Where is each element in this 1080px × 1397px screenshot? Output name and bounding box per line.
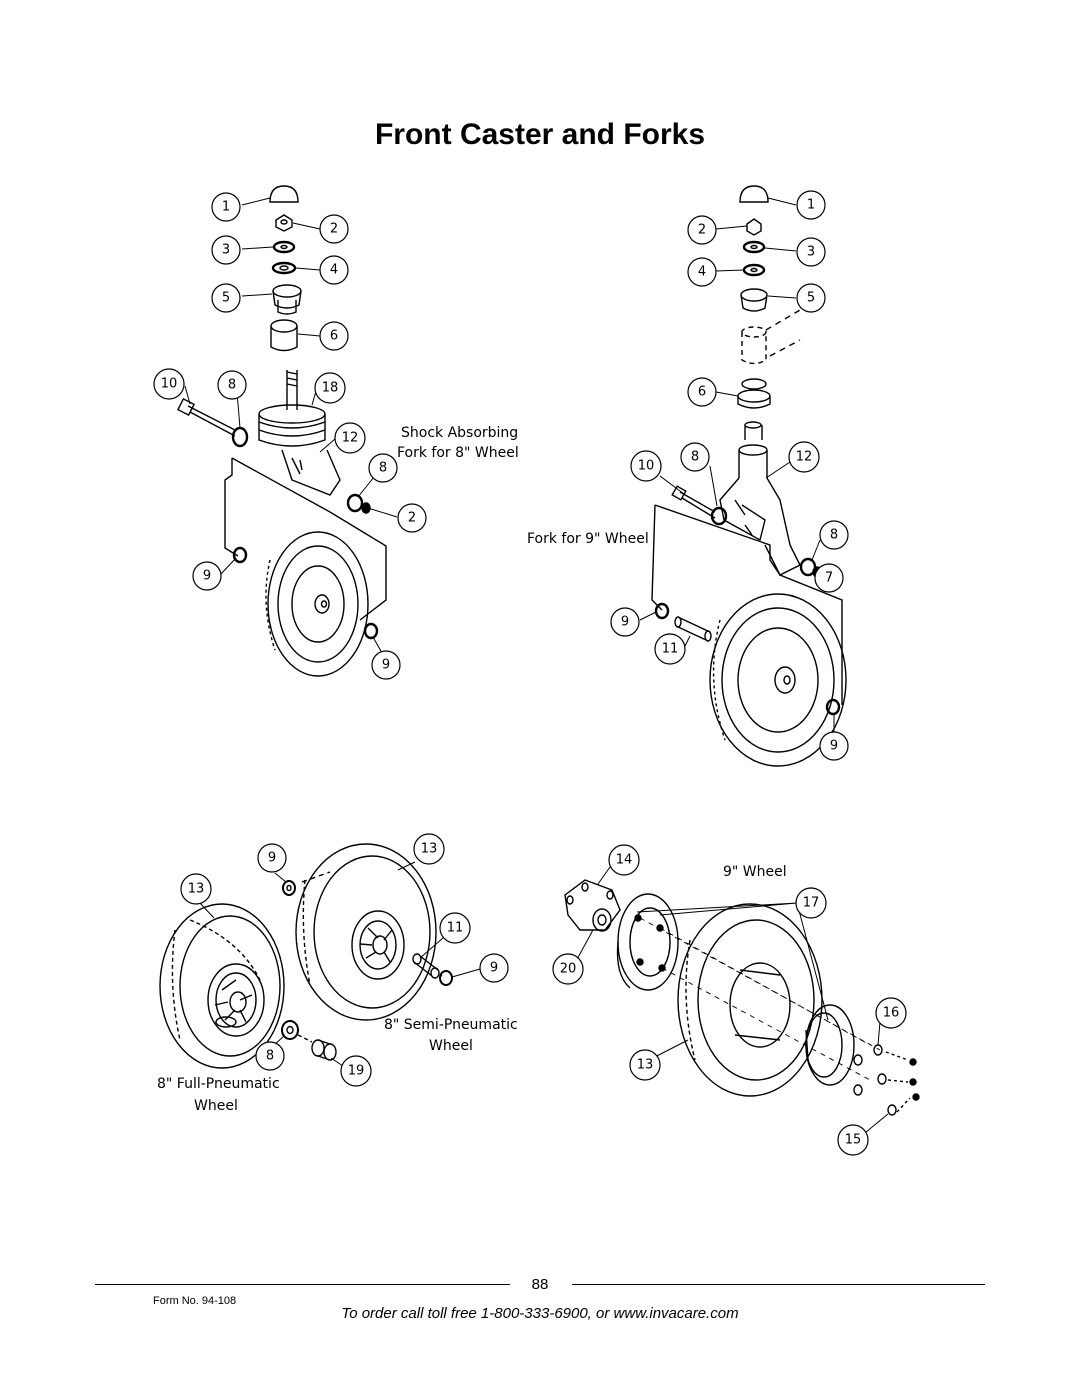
callout-numbers: 1 2 3 4 5 6 10 8 18 12 8 2 9 9 1 2 3 4 5… bbox=[161, 198, 900, 1148]
callout-11: 11 bbox=[447, 921, 464, 936]
callout-14: 14 bbox=[616, 853, 633, 868]
callout-19: 19 bbox=[348, 1064, 365, 1079]
callout-11: 11 bbox=[662, 642, 679, 657]
fork-9-assembly bbox=[651, 185, 847, 767]
wheel-9-hub-assembly bbox=[564, 879, 920, 1116]
callout-3: 3 bbox=[222, 243, 230, 258]
semi-pneumatic-caption-1: 8" Semi-Pneumatic bbox=[384, 1017, 518, 1033]
callout-6: 6 bbox=[698, 385, 706, 400]
callout-18: 18 bbox=[322, 381, 339, 396]
callout-15: 15 bbox=[845, 1133, 862, 1148]
callout-12: 12 bbox=[796, 450, 813, 465]
shock-fork-caption-2: Fork for 8" Wheel bbox=[397, 445, 519, 461]
callout-1: 1 bbox=[222, 200, 230, 215]
page-number: 88 bbox=[531, 1276, 549, 1293]
wheel-9-caption: 9" Wheel bbox=[723, 864, 787, 880]
shock-fork-caption-1: Shock Absorbing bbox=[401, 425, 518, 441]
callout-5: 5 bbox=[222, 291, 230, 306]
callout-9: 9 bbox=[382, 658, 390, 673]
shock-fork-assembly bbox=[176, 185, 387, 677]
callout-17: 17 bbox=[803, 896, 820, 911]
callout-9: 9 bbox=[268, 851, 276, 866]
footer-rule-right bbox=[572, 1284, 985, 1285]
callout-12: 12 bbox=[342, 431, 359, 446]
form-number: Form No. 94-108 bbox=[153, 1295, 237, 1307]
diagram-captions: Shock Absorbing Fork for 8" Wheel Fork f… bbox=[157, 425, 787, 1114]
callout-9: 9 bbox=[203, 569, 211, 584]
callout-2: 2 bbox=[698, 223, 706, 238]
semi-pneumatic-caption-2: Wheel bbox=[429, 1038, 473, 1054]
callout-7: 7 bbox=[825, 571, 833, 586]
callout-9: 9 bbox=[830, 739, 838, 754]
callout-4: 4 bbox=[330, 263, 338, 278]
fork-9-caption: Fork for 9" Wheel bbox=[527, 531, 649, 547]
order-info: To order call toll free 1-800-333-6900, … bbox=[341, 1305, 739, 1322]
callout-16: 16 bbox=[883, 1006, 900, 1021]
callout-8: 8 bbox=[266, 1049, 274, 1064]
callout-9: 9 bbox=[621, 615, 629, 630]
callout-3: 3 bbox=[807, 245, 815, 260]
full-pneumatic-caption-1: 8" Full-Pneumatic bbox=[157, 1076, 280, 1092]
callout-13: 13 bbox=[188, 882, 205, 897]
footer-rule-left bbox=[95, 1284, 510, 1285]
callout-2: 2 bbox=[330, 222, 338, 237]
callout-4: 4 bbox=[698, 265, 706, 280]
callout-2: 2 bbox=[408, 511, 416, 526]
callout-13: 13 bbox=[637, 1058, 654, 1073]
wheels-8-assembly bbox=[159, 843, 453, 1069]
callout-10: 10 bbox=[161, 377, 178, 392]
callout-9: 9 bbox=[490, 961, 498, 976]
callout-8: 8 bbox=[228, 378, 236, 393]
callout-13: 13 bbox=[421, 842, 438, 857]
callout-8: 8 bbox=[691, 450, 699, 465]
callout-20: 20 bbox=[560, 962, 577, 977]
full-pneumatic-caption-2: Wheel bbox=[194, 1098, 238, 1114]
callout-5: 5 bbox=[807, 291, 815, 306]
callout-8: 8 bbox=[379, 461, 387, 476]
callout-8: 8 bbox=[830, 528, 838, 543]
callout-1: 1 bbox=[807, 198, 815, 213]
parts-diagram: 1 2 3 4 5 6 10 8 18 12 8 2 9 9 1 2 3 4 5… bbox=[153, 185, 920, 1156]
callout-6: 6 bbox=[330, 329, 338, 344]
callout-10: 10 bbox=[638, 459, 655, 474]
page-title: Front Caster and Forks bbox=[374, 118, 706, 151]
